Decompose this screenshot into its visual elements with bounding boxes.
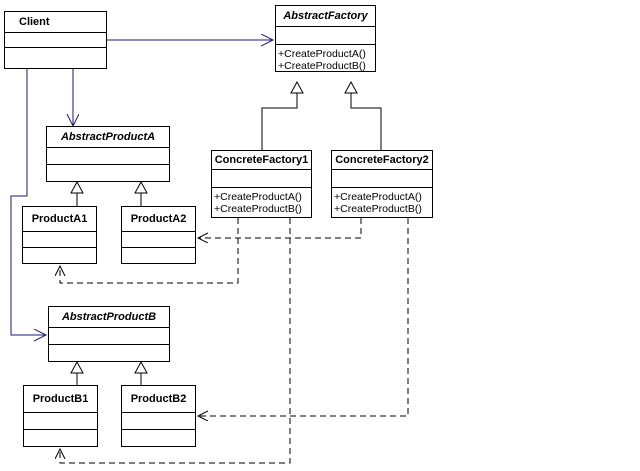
class-product-b1-attributes: [24, 413, 97, 430]
class-abstract-product-a: AbstractProductA: [46, 126, 170, 182]
class-abstract-product-b-name: AbstractProductB: [49, 307, 169, 328]
dependency-factory1-product-b1: [60, 218, 291, 464]
class-product-a2-name: ProductA2: [122, 207, 195, 232]
generalization-triangle-factory1: [290, 80, 304, 94]
generalization-triangle-b1: [70, 360, 84, 374]
operation-create-product-b: +CreateProductB(): [214, 203, 302, 215]
class-abstract-product-a-name: AbstractProductA: [47, 127, 169, 148]
generalization-triangle-a2: [134, 180, 148, 194]
class-product-b2: ProductB2: [121, 385, 196, 447]
class-abstract-product-b: AbstractProductB: [48, 306, 170, 362]
class-abstract-factory: AbstractFactory +CreateProductA() +Creat…: [275, 5, 376, 72]
generalization-factory2: [350, 93, 382, 150]
generalization-triangle-b2: [134, 360, 148, 374]
operation-create-product-b: +CreateProductB(): [334, 203, 422, 215]
class-concrete-factory-1-operations: +CreateProductA() +CreateProductB(): [212, 188, 311, 215]
class-product-a1: ProductA1: [22, 206, 97, 264]
operation-create-product-a: +CreateProductA(): [334, 191, 422, 203]
class-abstract-factory-operations: +CreateProductA() +CreateProductB(): [276, 45, 375, 72]
class-product-a1-attributes: [23, 232, 96, 248]
class-concrete-factory-1-attributes: [212, 170, 311, 188]
dependency-factory1-product-a1: [60, 218, 239, 284]
class-concrete-factory-2-operations: +CreateProductA() +CreateProductB(): [332, 188, 432, 215]
class-product-a2: ProductA2: [121, 206, 196, 264]
operation-create-product-a: +CreateProductA(): [278, 48, 366, 60]
class-abstract-factory-attributes: [276, 27, 375, 45]
generalization-triangle-factory2: [344, 80, 358, 94]
class-product-b2-name: ProductB2: [122, 386, 195, 413]
class-product-a2-attributes: [122, 232, 195, 248]
operation-create-product-a: +CreateProductA(): [214, 191, 302, 203]
dependency-factory2-product-a2: [198, 218, 362, 238]
operation-create-product-b: +CreateProductB(): [278, 60, 366, 72]
class-client-attributes: [5, 33, 106, 48]
class-concrete-factory-2: ConcreteFactory2 +CreateProductA() +Crea…: [331, 150, 433, 218]
class-product-b2-attributes: [122, 413, 195, 430]
class-concrete-factory-1-name: ConcreteFactory1: [212, 151, 311, 170]
class-abstract-product-a-attributes: [47, 148, 169, 165]
class-client: Client: [4, 11, 107, 69]
class-concrete-factory-2-name: ConcreteFactory2: [332, 151, 432, 170]
generalization-factory1: [261, 93, 298, 150]
class-product-b1-name: ProductB1: [24, 386, 97, 413]
dependency-factory2-product-b2: [198, 218, 409, 416]
class-client-name: Client: [5, 12, 106, 33]
class-concrete-factory-2-attributes: [332, 170, 432, 188]
class-abstract-factory-name: AbstractFactory: [276, 6, 375, 27]
class-product-b1: ProductB1: [23, 385, 98, 447]
class-concrete-factory-1: ConcreteFactory1 +CreateProductA() +Crea…: [211, 150, 312, 218]
association-client-product-b: [10, 69, 46, 335]
class-product-a1-name: ProductA1: [23, 207, 96, 232]
class-abstract-product-b-attributes: [49, 328, 169, 345]
generalization-triangle-a1: [70, 180, 84, 194]
